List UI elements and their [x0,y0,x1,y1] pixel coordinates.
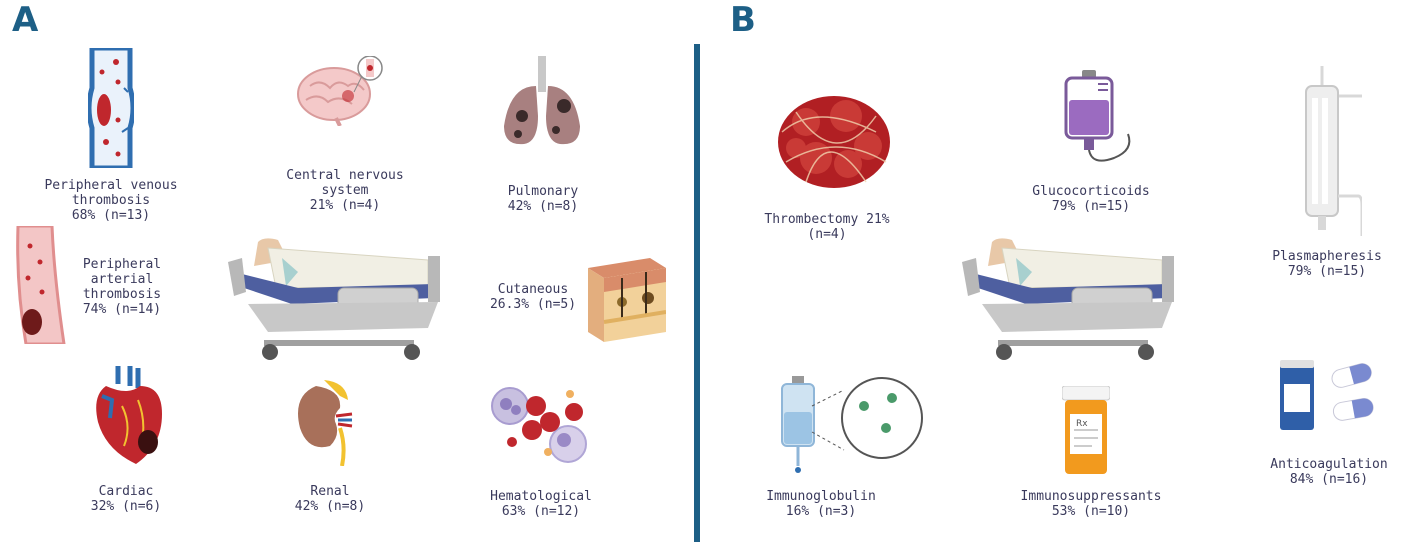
kidney-icon [296,376,356,466]
pill-bottle-icon: Rx [1062,386,1110,474]
glucocorticoids-label: Glucocorticoids 79% (n=15) [1032,184,1150,214]
skin-icon [588,258,666,342]
filter-column-icon [1292,66,1362,236]
brain-icon [296,56,392,126]
peripheral-venous-label: Peripheral venous thrombosis 68% (n=13) [44,178,178,223]
immunosuppressants-label: Immunosuppressants 53% (n=10) [1020,489,1162,519]
artery-icon [8,226,70,344]
pulmonary-label: Pulmonary 42% (n=8) [507,184,579,214]
heart-icon [92,366,164,466]
blood-cells-icon [488,386,590,466]
hospital-bed-icon-b [962,232,1184,362]
cns-label: Central nervous system 21% (n=4) [286,168,404,213]
panel-b-letter: B [730,0,756,40]
plasmapheresis-label: Plasmapheresis 79% (n=15) [1272,249,1382,279]
svg-text:Rx: Rx [1076,419,1088,429]
renal-label: Renal 42% (n=8) [294,484,366,514]
cardiac-label: Cardiac 32% (n=6) [90,484,162,514]
immunoglobulin-label: Immunoglobulin 16% (n=3) [766,489,876,519]
anticoagulation-label: Anticoagulation 84% (n=16) [1270,457,1388,487]
thrombectomy-label: Thrombectomy 21% (n=4) [764,212,890,242]
thrombus-icon [776,92,892,192]
iv-bag-icon [1058,70,1138,166]
hematological-label: Hematological 63% (n=12) [490,489,592,519]
lungs-icon [500,56,584,148]
panel-a-letter: A [12,0,39,40]
hospital-bed-icon [228,232,450,362]
panel-divider [694,44,700,542]
vein-icon [88,48,134,168]
peripheral-arterial-label: Peripheral arterial thrombosis 74% (n=14… [82,257,162,317]
ivig-bag-icon [778,376,928,476]
cutaneous-label: Cutaneous 26.3% (n=5) [489,282,577,312]
capsules-icon [1278,360,1380,432]
